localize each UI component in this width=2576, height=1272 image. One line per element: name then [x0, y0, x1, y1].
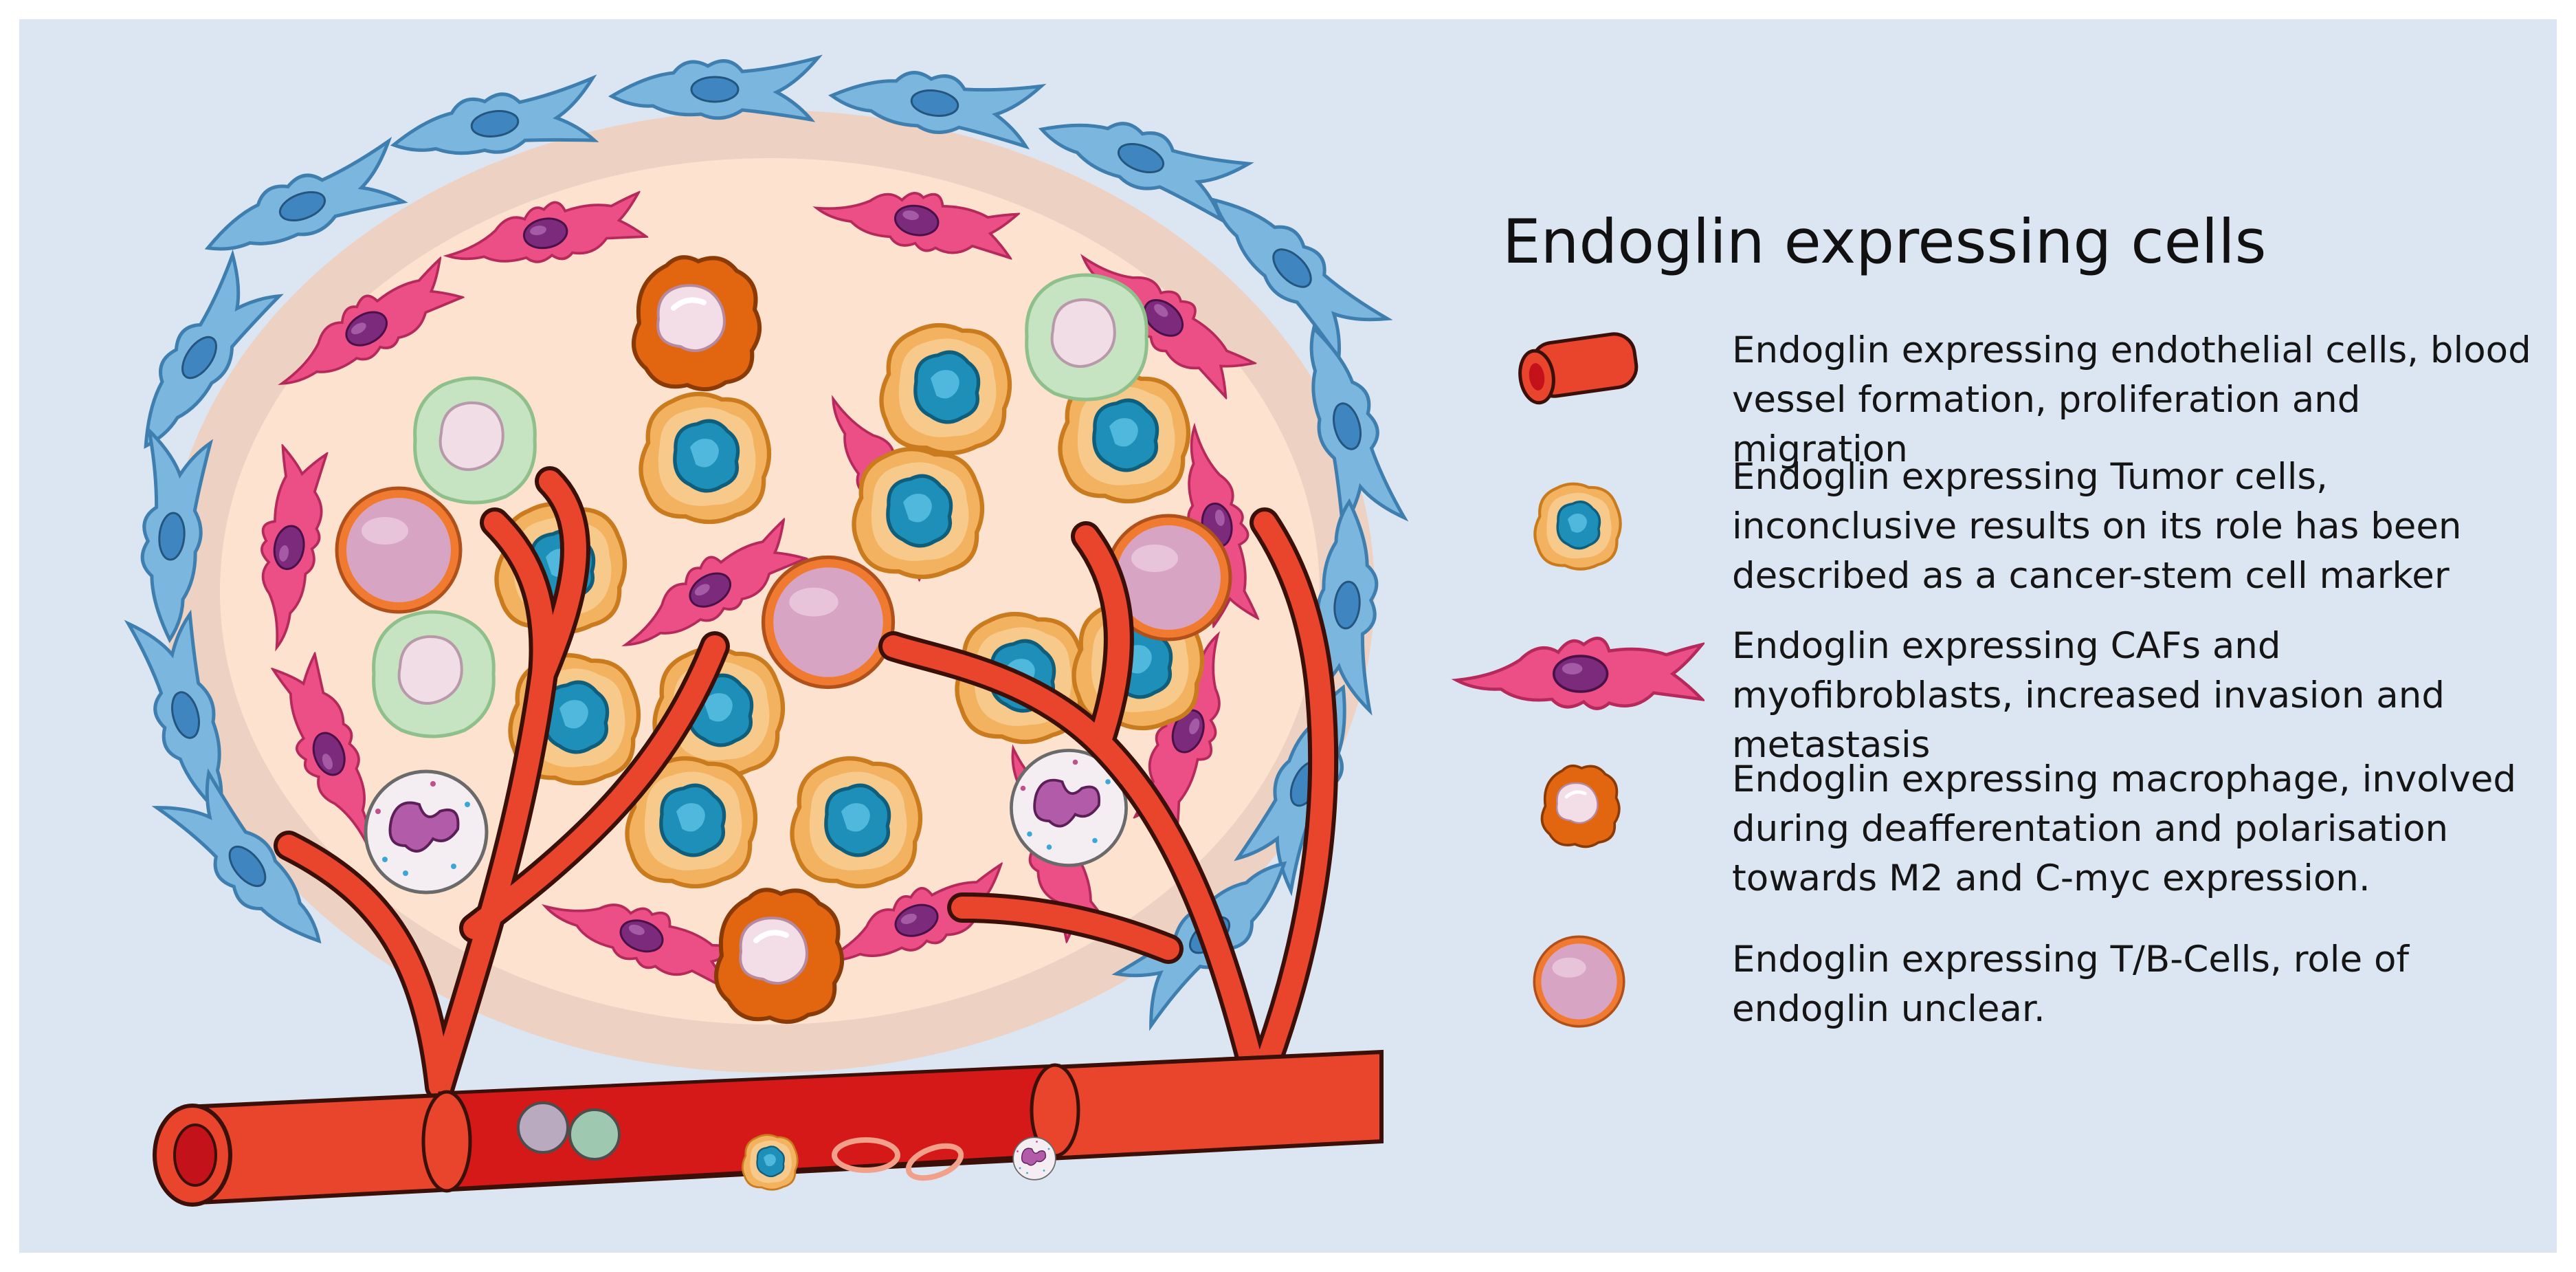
macrophage-cell [634, 257, 759, 389]
vessel-branches [274, 466, 1339, 1101]
legend-item-endothelial-text: Endoglin expressing endothelial cells, b… [1732, 329, 2531, 470]
green-cell [1027, 275, 1147, 399]
blood-vessel-icon [1518, 332, 1639, 405]
green-cell [374, 612, 494, 736]
legend-item-macrophage-text: Endoglin expressing macrophage, involved… [1732, 758, 2517, 899]
lymphocyte-cell [337, 488, 460, 612]
green-cell [415, 378, 535, 503]
lymphocyte-cell [764, 558, 893, 688]
tumor-mass-illustration [114, 58, 1404, 1207]
macrophage-icon [1542, 766, 1619, 847]
legend-title: Endoglin expressing cells [1502, 206, 2267, 277]
macrophage-cell [716, 890, 842, 1022]
lymphocyte-icon [1533, 935, 1625, 1028]
legend-item-lymphocyte-text: Endoglin expressing T/B-Cells, role of e… [1732, 939, 2410, 1030]
main-blood-vessel [153, 1049, 1384, 1207]
granulocyte-cell [366, 771, 487, 892]
legend-item-caf-text: Endoglin expressing CAFs and myofibrobla… [1732, 625, 2445, 766]
legend-item-tumor-text: Endoglin expressing Tumor cells, inconcl… [1732, 456, 2462, 597]
tumor-cell-icon [1535, 484, 1620, 569]
